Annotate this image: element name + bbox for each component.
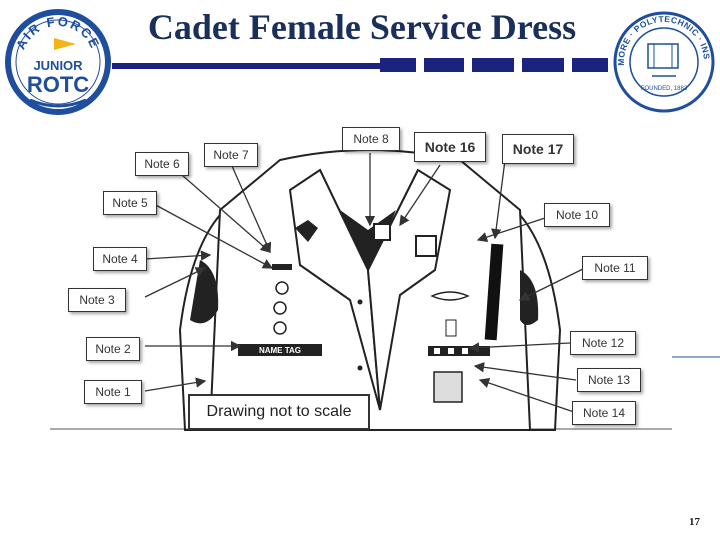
small-badge	[445, 319, 457, 337]
wings-badge	[430, 291, 470, 301]
ribbon-rack	[428, 346, 490, 356]
note-1: Note 1	[84, 380, 142, 404]
page-number: 17	[689, 516, 700, 528]
note-2: Note 2	[86, 337, 140, 361]
badge-2	[273, 301, 287, 315]
note-17: Note 17	[502, 134, 574, 164]
collar-insignia-center	[373, 223, 391, 241]
bpi-seal: BALTIMORE · POLYTECHNIC · INSTITUTE FOUN…	[612, 10, 715, 113]
scale-disclaimer: Drawing not to scale	[188, 394, 370, 430]
note-11: Note 11	[582, 256, 648, 280]
note-12: Note 12	[570, 331, 636, 355]
page-title: Cadet Female Service Dress	[147, 7, 577, 47]
title-rule	[112, 63, 380, 69]
seal-building-icon	[647, 43, 679, 69]
crest-badge	[433, 371, 463, 403]
name-tag-text: NAME TAG	[259, 346, 301, 355]
note-14: Note 14	[572, 401, 636, 425]
title-rule-dash	[380, 58, 416, 72]
badge-1	[275, 281, 289, 295]
ribbon-badge	[272, 264, 292, 270]
note-16: Note 16	[414, 132, 486, 162]
badge-3	[273, 321, 287, 335]
left-sleeve-patch	[190, 260, 219, 324]
note-10: Note 10	[544, 203, 610, 227]
note-7: Note 7	[204, 143, 258, 167]
note-3: Note 3	[68, 288, 126, 312]
note-4: Note 4	[93, 247, 147, 271]
shoulder-epaulet	[484, 243, 504, 341]
title-rule-dash	[424, 58, 464, 72]
collar-rank-right	[415, 235, 437, 257]
note-13: Note 13	[577, 368, 641, 392]
note-8: Note 8	[342, 127, 400, 151]
name-tag	[238, 344, 322, 356]
title-rule-dash	[472, 58, 514, 72]
wing-icon	[54, 38, 76, 50]
note-6: Note 6	[135, 152, 189, 176]
note-5: Note 5	[103, 191, 157, 215]
title-rule-dash	[522, 58, 564, 72]
logo-junior-text: JUNIOR	[33, 58, 83, 73]
seal-inner-text: FOUNDED, 1883	[641, 86, 688, 92]
collar-rank-left	[295, 220, 318, 242]
logo-rotc-text: ROTC	[27, 72, 89, 97]
title-rule-dash	[572, 58, 608, 72]
lamp-icon	[29, 98, 87, 108]
afjrotc-logo: AIR FORCE JUNIOR ROTC	[5, 9, 111, 115]
